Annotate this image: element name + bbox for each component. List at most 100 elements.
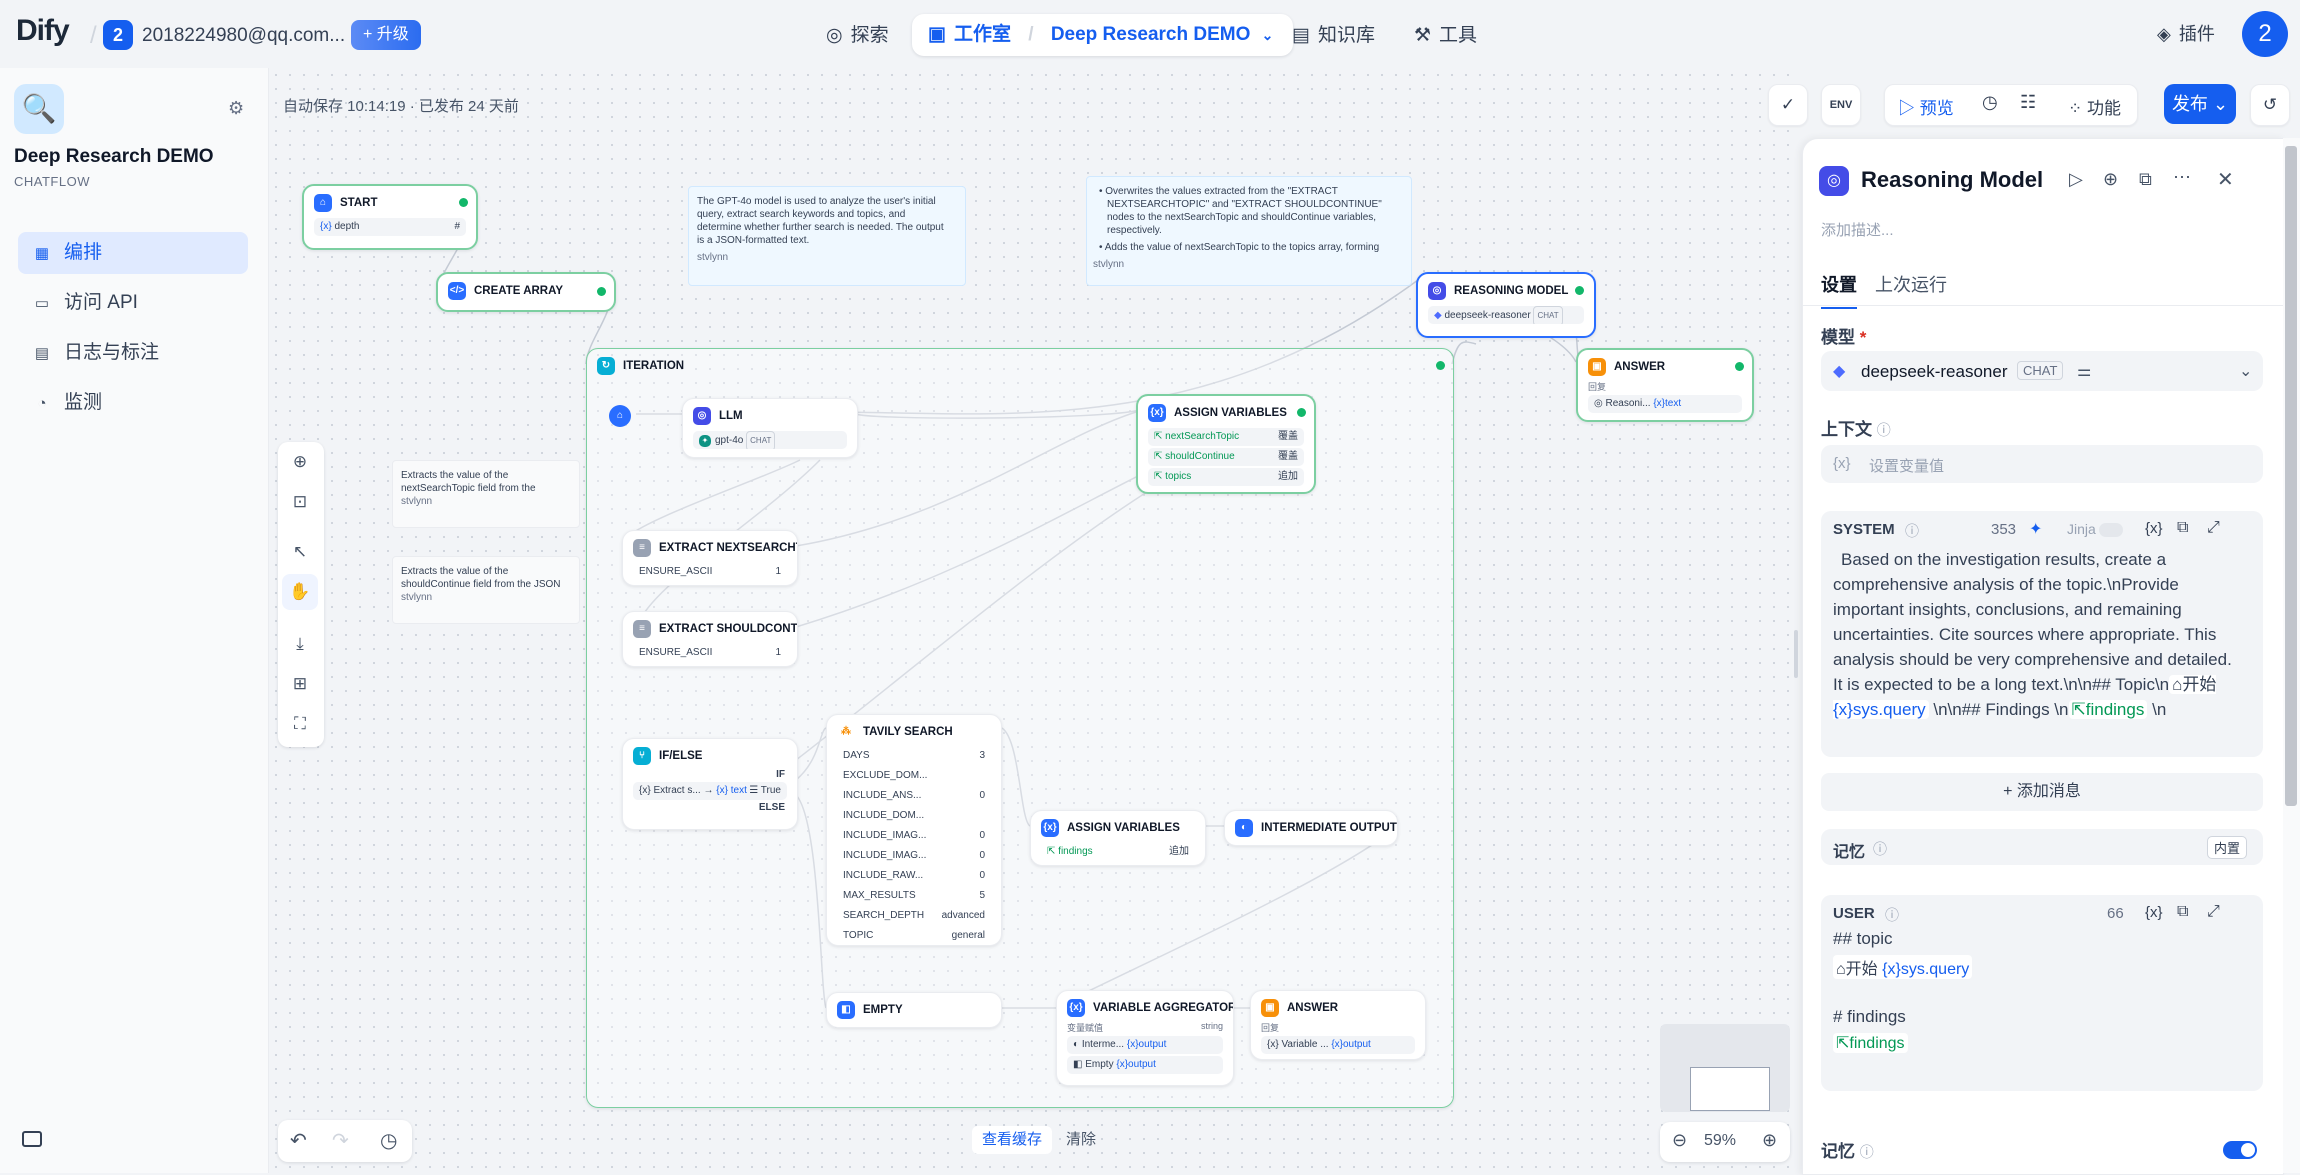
memory-row: 记忆 ⓘ 内置 [1821,829,2263,865]
nav-knowledge[interactable]: ▤知识库 [1292,25,1375,46]
history-icon[interactable]: ◷ [380,1130,398,1152]
node-answer[interactable]: ▣ANSWER 回复 ◎ Reasoni... {x}text [1576,348,1754,422]
export-image-icon[interactable]: ⤓ [296,634,304,653]
redo-icon[interactable]: ↷ [332,1130,349,1152]
organize-icon[interactable]: ⊞ [292,674,308,693]
copy-icon[interactable]: ⧉ [2177,903,2189,920]
plugins-button[interactable]: ◈插件 [2157,24,2215,44]
nav-tools[interactable]: ⚒工具 [1414,25,1478,46]
add-node-icon[interactable]: ⊕ [292,452,308,471]
expand-icon[interactable]: ⤢ [2207,519,2220,536]
collapse-sidebar-icon[interactable] [22,1131,42,1147]
pointer-icon[interactable]: ↖ [292,542,308,561]
param-key: EXCLUDE_DOM... [843,770,928,781]
undo-icon[interactable]: ↶ [290,1130,307,1152]
app-switcher[interactable]: Deep Research DEMO [1050,24,1251,45]
model-params-icon[interactable]: ⚌ [2077,363,2092,380]
docs-icon[interactable]: ⧉ [2139,169,2152,189]
features-button[interactable]: ⁘ 功能 [2068,99,2121,118]
iteration-start-icon[interactable]: ⌂ [609,405,631,427]
description-input[interactable]: 添加描述... [1821,222,1894,239]
jinja-toggle[interactable]: Jinja [2067,521,2096,537]
checklist-icon[interactable]: ✓ [1768,84,1808,126]
zoom-out-icon[interactable]: ⊖ [1672,1130,1688,1150]
view-cache-button[interactable]: 查看缓存 [972,1126,1053,1154]
help-icon[interactable]: ⓘ [1873,841,1887,857]
note-author: stvlynn [401,592,433,603]
checklist-run-icon[interactable]: ☷ [2020,92,2037,112]
node-intermediate-output[interactable]: ◐INTERMEDIATE OUTPUT FC [1224,810,1398,846]
copy-icon[interactable]: ⧉ [2177,519,2189,536]
model-selector[interactable]: ◆ deepseek-reasoner CHAT ⚌ ⌄ [1821,351,2263,391]
insert-variable-icon[interactable]: {x} [2145,904,2163,921]
param-key: INCLUDE_IMAG... [843,830,927,841]
note-assign-description[interactable]: • Overwrites the values extracted from t… [1086,176,1412,286]
close-icon[interactable]: ✕ [2217,169,2234,191]
preview-button[interactable]: ▷ 预览 [1898,99,1954,118]
system-prompt-text[interactable]: Based on the investigation results, crea… [1833,550,2232,719]
dify-logo[interactable]: Dify [16,14,70,47]
version-history-icon[interactable]: ↺ [2250,84,2290,126]
upgrade-button[interactable]: + 升级 [351,20,421,50]
add-message-button[interactable]: + 添加消息 [1821,773,2263,811]
clear-button[interactable]: 清除 [1066,1131,1097,1148]
node-empty[interactable]: ◧EMPTY [826,992,1002,1028]
memory-badge: 内置 [2207,836,2248,859]
sidebar-item-logs[interactable]: ▤日志与标注 [18,332,248,374]
help-icon[interactable]: ⊕ [2103,169,2119,189]
tab-last-run[interactable]: 上次运行 [1875,275,1947,295]
minimap-viewport[interactable] [1690,1067,1770,1111]
zoom-in-icon[interactable]: ⊕ [1762,1130,1778,1150]
jinja-switch[interactable] [2099,523,2123,537]
fit-view-icon[interactable]: ⛶ [294,714,306,733]
help-icon[interactable]: ⓘ [1859,1144,1874,1160]
node-answer-inner[interactable]: ▣ANSWER 回复 {x} Variable ... {x}output [1250,990,1426,1060]
run-node-icon[interactable]: ▷ [2069,169,2083,189]
more-icon[interactable]: ⋯ [2173,167,2191,187]
zoom-level[interactable]: 59% [1704,1132,1737,1149]
context-input[interactable]: {x} 设置变量值 [1821,445,2263,483]
publish-button[interactable]: 发布 ⌄ [2164,84,2236,124]
sidebar-item-monitor[interactable]: ◔监测 [18,382,248,424]
add-note-icon[interactable]: ⊡ [292,492,308,511]
nav-studio[interactable]: ▣工作室 / Deep Research DEMO ⌄ [912,14,1294,56]
help-icon[interactable]: ⓘ [1876,422,1891,438]
panel-scroll-thumb[interactable] [2285,146,2297,806]
user-prompt[interactable]: USER ⓘ 66 {x} ⧉ ⤢ ## topic ⌂开始 {x}sys.qu… [1821,895,2263,1091]
tab-settings[interactable]: 设置 [1821,271,1857,309]
help-icon[interactable]: ⓘ [1885,907,1899,923]
env-button[interactable]: ENV [1821,84,1861,126]
panel-title[interactable]: Reasoning Model [1861,167,2044,192]
sparkle-icon[interactable]: ✦ [2029,521,2043,538]
node-create-array[interactable]: </>CREATE ARRAY [436,272,616,312]
hand-icon[interactable]: ✋ [282,574,318,610]
settings-sliders-icon[interactable]: ⚙ [228,98,245,118]
note-llm-description[interactable]: The GPT-4o model is used to analyze the … [688,186,966,286]
help-icon[interactable]: ⓘ [1905,523,1919,539]
note-extract-next[interactable]: Extracts the value of the nextSearchTopi… [392,460,580,528]
insert-variable-icon[interactable]: {x} [2145,520,2163,537]
system-prompt[interactable]: SYSTEM ⓘ 353 ✦ Jinja {x} ⧉ ⤢ Based on th… [1821,511,2263,757]
sidebar-item-orchestrate[interactable]: ▦编排 [18,232,248,274]
workflow-canvas[interactable] [269,68,1799,1173]
node-llm[interactable]: ◎LLM ✦gpt-4o CHAT [682,398,858,458]
memory-toggle[interactable] [2223,1141,2257,1159]
node-ifelse[interactable]: ⑂IF/ELSE IF {x} Extract s... → {x} text☰… [622,738,798,830]
node-reasoning-model[interactable]: ◎REASONING MODEL ◆ deepseek-reasoner CHA… [1416,272,1596,338]
workspace-badge[interactable]: 2 [103,20,133,50]
expand-icon[interactable]: ⤢ [2207,903,2220,920]
avatar[interactable]: 2 [2242,11,2288,57]
history-run-icon[interactable]: ◷ [1982,92,1998,112]
sidebar-item-api[interactable]: ▭访问 API [18,282,248,324]
panel-resize-handle[interactable] [1794,630,1798,678]
note-extract-should[interactable]: Extracts the value of the shouldContinue… [392,556,580,624]
node-start[interactable]: ⌂START {x} depth# [302,184,478,250]
nav-explore[interactable]: ◎探索 [826,25,889,46]
